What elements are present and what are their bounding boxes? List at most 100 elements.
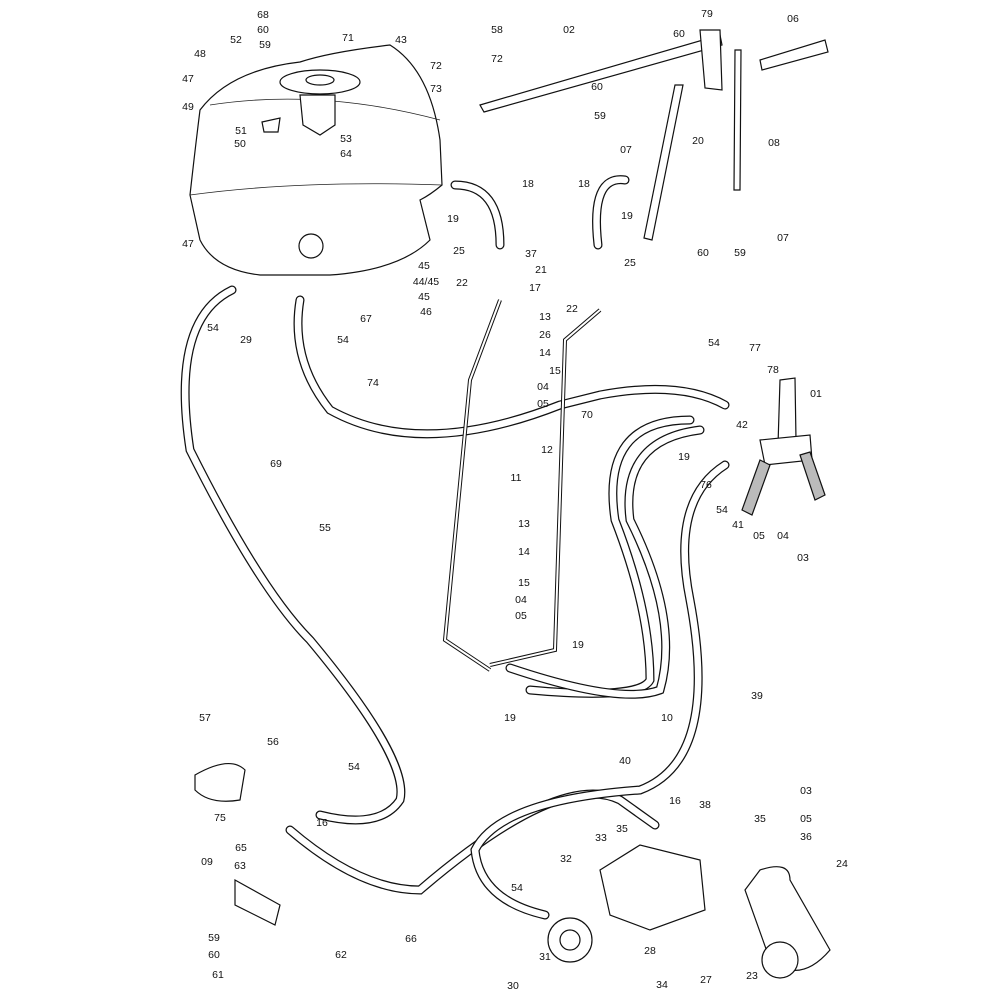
callout-25: 25 — [624, 257, 636, 269]
callout-60: 60 — [673, 28, 685, 40]
callout-54: 54 — [337, 334, 349, 346]
callout-45: 45 — [418, 291, 430, 303]
callout-27: 27 — [700, 974, 712, 986]
callout-15: 15 — [549, 365, 561, 377]
callout-22: 22 — [566, 303, 578, 315]
callout-76: 76 — [700, 479, 712, 491]
callout-48: 48 — [194, 48, 206, 60]
callout-60: 60 — [591, 81, 603, 93]
callout-79: 79 — [701, 8, 713, 20]
callout-04: 04 — [777, 530, 789, 542]
callout-19: 19 — [572, 639, 584, 651]
callout-49: 49 — [182, 101, 194, 113]
callout-54: 54 — [207, 322, 219, 334]
callout-10: 10 — [661, 712, 673, 724]
callout-19: 19 — [447, 213, 459, 225]
callout-58: 58 — [491, 24, 503, 36]
callout-65: 65 — [235, 842, 247, 854]
callout-72: 72 — [491, 53, 503, 65]
callout-70: 70 — [581, 409, 593, 421]
callout-03: 03 — [800, 785, 812, 797]
callout-38: 38 — [699, 799, 711, 811]
callout-47: 47 — [182, 73, 194, 85]
callout-40: 40 — [619, 755, 631, 767]
callout-23: 23 — [746, 970, 758, 982]
callout-22: 22 — [456, 277, 468, 289]
callout-09: 09 — [201, 856, 213, 868]
callout-30: 30 — [507, 980, 519, 992]
callout-26: 26 — [539, 329, 551, 341]
callout-59: 59 — [734, 247, 746, 259]
callout-75: 75 — [214, 812, 226, 824]
callout-13: 13 — [539, 311, 551, 323]
callout-18: 18 — [578, 178, 590, 190]
callout-59: 59 — [594, 110, 606, 122]
callout-16: 16 — [669, 795, 681, 807]
callout-05: 05 — [800, 813, 812, 825]
callout-59: 59 — [208, 932, 220, 944]
callout-14: 14 — [518, 546, 530, 558]
callout-14: 14 — [539, 347, 551, 359]
callout-71: 71 — [342, 32, 354, 44]
callout-07: 07 — [620, 144, 632, 156]
callout-25: 25 — [453, 245, 465, 257]
pump-assembly — [547, 844, 831, 979]
callout-32: 32 — [560, 853, 572, 865]
callout-05: 05 — [537, 398, 549, 410]
callout-42: 42 — [736, 419, 748, 431]
callout-73: 73 — [430, 83, 442, 95]
callout-21: 21 — [535, 264, 547, 276]
callout-50: 50 — [234, 138, 246, 150]
callout-19: 19 — [621, 210, 633, 222]
callout-16: 16 — [316, 817, 328, 829]
callout-61: 61 — [212, 969, 224, 981]
callout-78: 78 — [767, 364, 779, 376]
hoses — [180, 175, 730, 920]
callout-43: 43 — [395, 34, 407, 46]
callout-64: 64 — [340, 148, 352, 160]
callout-34: 34 — [656, 979, 668, 991]
callout-45: 45 — [418, 260, 430, 272]
callout-19: 19 — [678, 451, 690, 463]
callout-60: 60 — [257, 24, 269, 36]
callout-13: 13 — [518, 518, 530, 530]
callout-54: 54 — [716, 504, 728, 516]
callout-41: 41 — [732, 519, 744, 531]
callout-37: 37 — [525, 248, 537, 260]
callout-35: 35 — [754, 813, 766, 825]
callout-02: 02 — [563, 24, 575, 36]
callout-07: 07 — [777, 232, 789, 244]
callout-74: 74 — [367, 377, 379, 389]
callout-53: 53 — [340, 133, 352, 145]
filter-assembly — [194, 763, 281, 926]
callout-57: 57 — [199, 712, 211, 724]
callout-08: 08 — [768, 137, 780, 149]
callout-69: 69 — [270, 458, 282, 470]
callout-66: 66 — [405, 933, 417, 945]
callout-04: 04 — [515, 594, 527, 606]
callout-56: 56 — [267, 736, 279, 748]
callout-46: 46 — [420, 306, 432, 318]
callout-44/45: 44/45 — [413, 276, 439, 288]
callout-62: 62 — [335, 949, 347, 961]
callout-24: 24 — [836, 858, 848, 870]
callout-05: 05 — [515, 610, 527, 622]
callout-17: 17 — [529, 282, 541, 294]
callout-19: 19 — [504, 712, 516, 724]
callout-60: 60 — [697, 247, 709, 259]
callout-03: 03 — [797, 552, 809, 564]
callout-52: 52 — [230, 34, 242, 46]
callout-36: 36 — [800, 831, 812, 843]
callout-77: 77 — [749, 342, 761, 354]
callout-54: 54 — [708, 337, 720, 349]
callout-12: 12 — [541, 444, 553, 456]
callout-72: 72 — [430, 60, 442, 72]
callout-60: 60 — [208, 949, 220, 961]
callout-54: 54 — [348, 761, 360, 773]
callout-11: 11 — [511, 472, 522, 484]
callout-29: 29 — [240, 334, 252, 346]
callout-59: 59 — [259, 39, 271, 51]
callout-33: 33 — [595, 832, 607, 844]
callout-18: 18 — [522, 178, 534, 190]
